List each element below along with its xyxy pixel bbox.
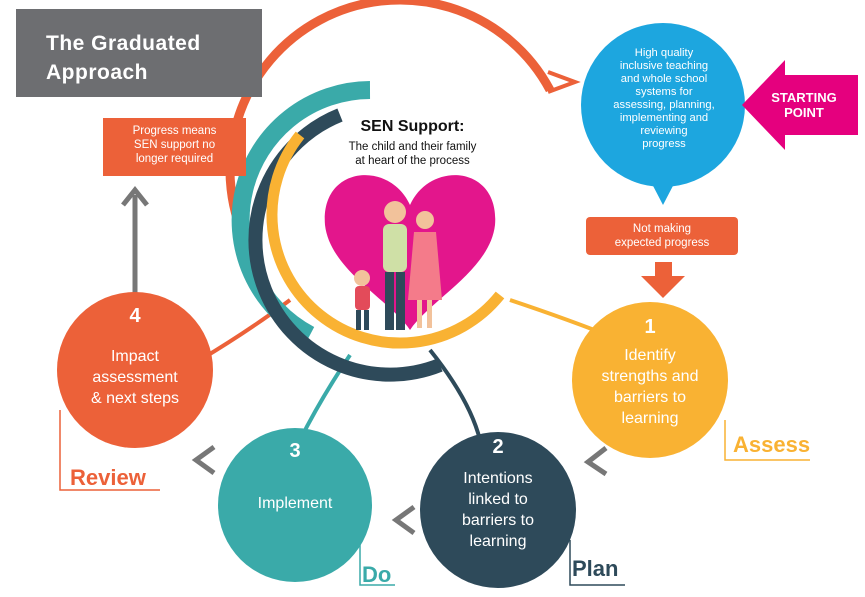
do-text-line: Implement [257, 495, 333, 512]
start-bubble-line: progress [642, 138, 686, 150]
start-bubble-line: reviewing [640, 125, 688, 137]
title-box: The Graduated Approach [16, 9, 262, 97]
center-subtitle-line-2: at heart of the process [355, 155, 470, 167]
progress-note-line-1: Progress means [132, 125, 217, 137]
arrow-down-icon-2 [641, 262, 685, 298]
arrow-plan-to-do-icon [391, 504, 416, 536]
not-progress-line-1: Not making [632, 223, 692, 235]
assess-text-line: learning [621, 410, 679, 427]
review-underline [59, 410, 160, 491]
starting-point-label: STARTING POINT [756, 90, 852, 120]
review-text-line: & next steps [90, 390, 180, 407]
plan-underline [569, 540, 625, 586]
plan-text-line: linked to [468, 491, 528, 508]
family-illustration-icon [354, 201, 442, 330]
do-underline [359, 540, 395, 586]
heart-icon [324, 175, 496, 330]
assess-number: 1 [644, 316, 656, 338]
do-label: Do [362, 562, 392, 587]
progress-note-box: Progress means SEN support no longer req… [103, 118, 246, 176]
plan-text-line: learning [469, 533, 527, 550]
plan-number: 2 [492, 436, 504, 458]
do-number: 3 [289, 440, 301, 462]
not-making-progress-box: Not making expected progress [586, 217, 738, 255]
start-bubble-text: High quality inclusive teaching and whol… [597, 47, 731, 151]
review-circle [57, 292, 213, 448]
assess-text-line: barriers to [613, 389, 687, 406]
assess-underline [724, 420, 810, 461]
start-bubble-pointer [650, 180, 676, 205]
progress-note-line-3: longer required [135, 153, 214, 165]
arrow-review-up-icon [121, 185, 149, 207]
plan-text: Intentions linked to barriers to learnin… [428, 468, 568, 552]
start-bubble-line: High quality [634, 47, 694, 59]
do-text: Implement [225, 493, 365, 514]
start-bubble-line: and whole school [620, 73, 708, 85]
not-progress-line-2: expected progress [614, 237, 710, 249]
yellow-arc [266, 131, 505, 349]
start-bubble-line: systems for [635, 86, 693, 98]
arrow-to-start-icon [547, 70, 581, 94]
assess-text: Identify strengths and barriers to learn… [580, 345, 720, 429]
plan-label: Plan [572, 556, 619, 581]
title-line-2: Approach [46, 61, 149, 84]
review-text: Impact assessment & next steps [65, 346, 205, 409]
review-number: 4 [129, 305, 141, 327]
starting-point-line-1: STARTING [771, 90, 837, 105]
progress-note-line-2: SEN support no [133, 139, 216, 151]
starting-point-line-2: POINT [784, 105, 824, 120]
assess-label: Assess [733, 432, 811, 457]
start-bubble-line: implementing and [619, 112, 709, 124]
arrow-do-to-review-icon [191, 444, 216, 476]
review-text-line: Impact [110, 348, 159, 365]
plan-circle [420, 432, 576, 588]
start-bubble-line: inclusive teaching [619, 60, 709, 72]
review-label: Review [70, 465, 146, 490]
title-line-1: The Graduated [46, 32, 201, 55]
starting-point-arrow-icon [742, 60, 858, 150]
center-heading: SEN Support: [360, 118, 465, 135]
assess-circle [572, 302, 728, 458]
center-subtitle: The child and their family at heart of t… [325, 140, 500, 168]
start-bubble-line: assessing, planning, [613, 99, 715, 111]
center-subtitle-line-1: The child and their family [348, 141, 477, 153]
arrow-assess-to-plan-icon [583, 446, 608, 477]
review-text-line: assessment [92, 369, 178, 386]
plan-text-line: barriers to [461, 512, 535, 529]
start-bubble-shape [581, 23, 745, 187]
assess-text-line: strengths and [601, 368, 699, 385]
plan-text-line: Intentions [463, 470, 533, 487]
assess-text-line: Identify [624, 347, 676, 364]
do-circle [218, 428, 372, 582]
